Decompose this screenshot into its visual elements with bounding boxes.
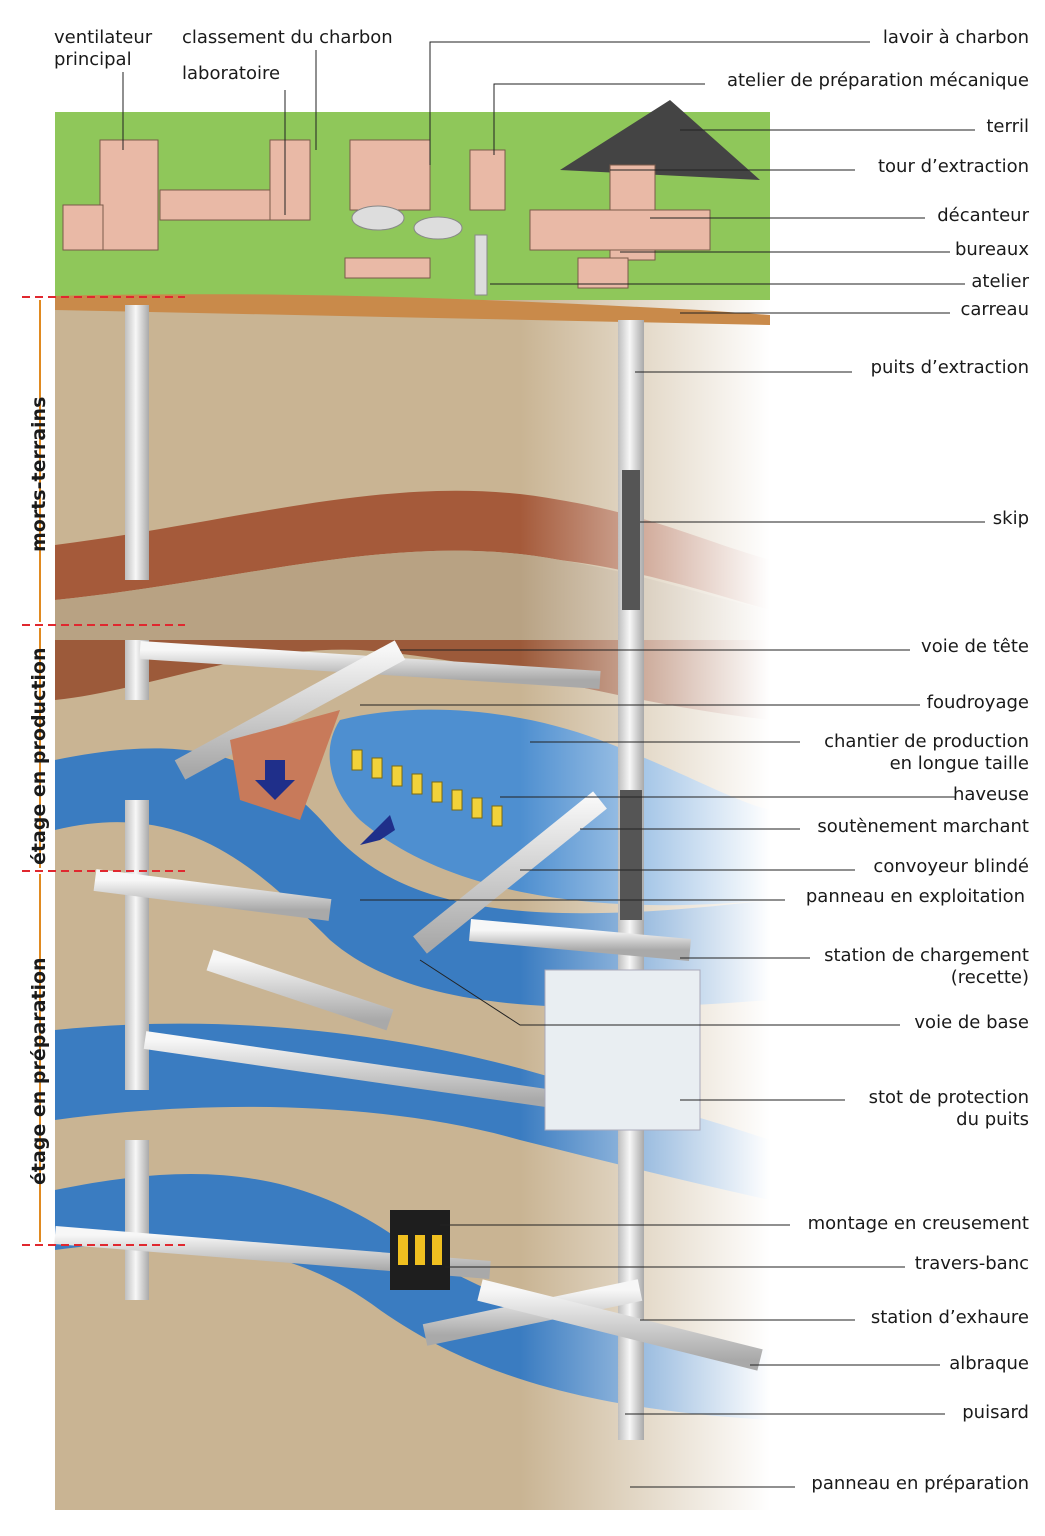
label-skip: skip — [992, 508, 1029, 529]
label-soutenement: soutènement marchant — [817, 816, 1029, 837]
shafts — [125, 305, 644, 1440]
label-laboratoire: laboratoire — [182, 63, 281, 84]
label-foudroyage: foudroyage — [926, 692, 1029, 713]
label-terril: terril — [986, 116, 1029, 137]
label-atelier: atelier — [971, 271, 1029, 292]
label-puits-extraction: puits d’extraction — [870, 357, 1029, 378]
label-convoyeur: convoyeur blindé — [873, 856, 1029, 877]
label-albraque: albraque — [949, 1353, 1029, 1374]
label-voie-tete: voie de tête — [921, 636, 1029, 657]
label-montage-creusement: montage en creusement — [807, 1213, 1029, 1234]
label-atelier-preparation: atelier de préparation mécanique — [726, 70, 1029, 91]
label-voie-base: voie de base — [914, 1012, 1029, 1033]
shield-supports — [351, 749, 503, 827]
strata — [55, 300, 770, 1510]
label-carreau: carreau — [960, 299, 1029, 320]
zone-etage-production: étage en production — [28, 647, 50, 865]
surface-terrain — [55, 100, 770, 325]
label-tour-extraction: tour d’extraction — [877, 156, 1029, 177]
galleries — [54, 640, 763, 1371]
label-panneau-exploitation: panneau en exploitation — [805, 886, 1025, 907]
label-decanteur: décanteur — [937, 205, 1029, 226]
label-chantier-production: chantier de production en longue taille — [824, 731, 1029, 774]
zone-morts-terrains: morts-terrains — [28, 396, 50, 552]
label-stot-protection: stot de protection du puits — [868, 1087, 1029, 1130]
label-lavoir: lavoir à charbon — [882, 27, 1029, 48]
label-ventilateur: ventilateur principal — [54, 27, 153, 70]
label-station-chargement: station de chargement (recette) — [824, 945, 1029, 988]
label-puisard: puisard — [962, 1402, 1029, 1423]
label-station-exhaure: station d’exhaure — [870, 1307, 1029, 1328]
leader-lines — [122, 41, 985, 1488]
label-travers-banc: travers-banc — [914, 1253, 1029, 1274]
level-boundaries — [22, 296, 185, 1246]
label-haveuse: haveuse — [952, 784, 1029, 805]
label-bureaux: bureaux — [954, 239, 1029, 260]
label-panneau-preparation: panneau en préparation — [811, 1473, 1029, 1494]
zone-etage-preparation: étage en préparation — [28, 957, 50, 1185]
label-classement: classement du charbon — [182, 27, 393, 48]
